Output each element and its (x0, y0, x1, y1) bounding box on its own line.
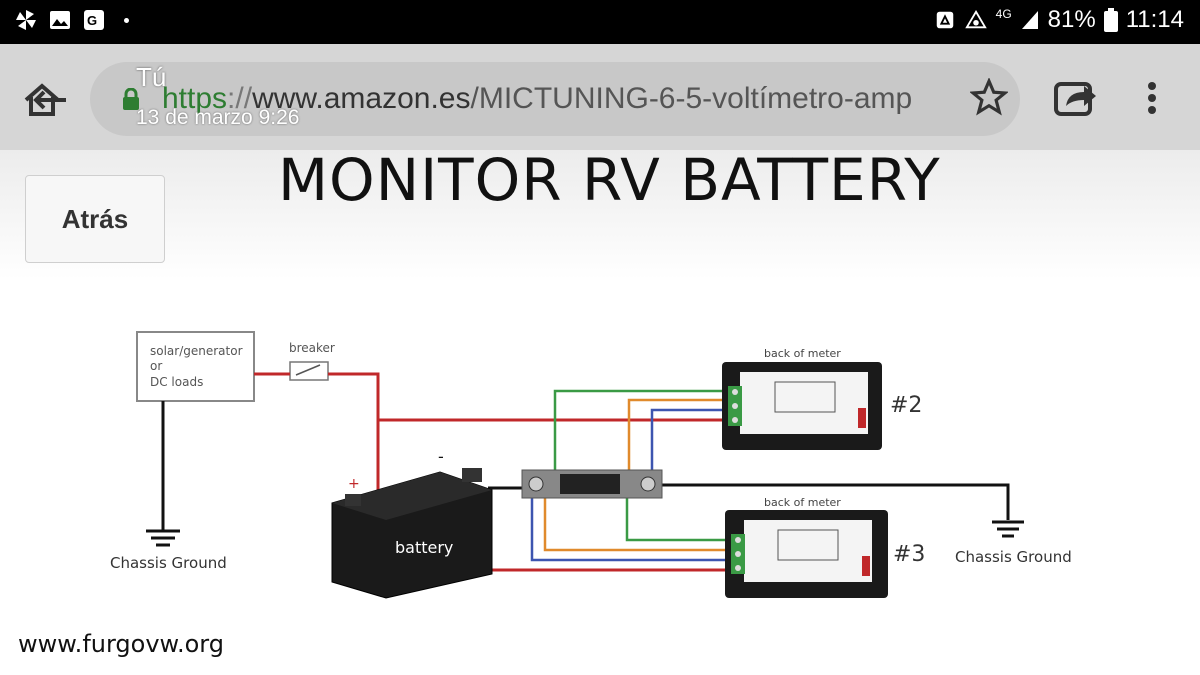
breaker-box (289, 361, 329, 381)
meter-3 (725, 510, 888, 598)
black-wires (488, 483, 1010, 520)
status-bar: G 4G 81% 11:14 (0, 0, 1200, 44)
recycle-icon (936, 11, 953, 29)
shunt (521, 469, 663, 499)
maps-icon: G (84, 10, 104, 30)
network-type: 4G (995, 7, 1012, 21)
meter-3-label: back of meter (764, 496, 841, 509)
battery-label: battery (395, 538, 453, 557)
url-separator: :// (227, 82, 253, 115)
battery (331, 468, 493, 599)
meter-3-number: #3 (893, 542, 925, 567)
home-back-icon[interactable] (22, 80, 70, 120)
red-wires (254, 372, 725, 572)
back-button[interactable]: Atrás (25, 175, 165, 263)
watermark: www.furgovw.org (18, 630, 224, 658)
chassis-ground-right-icon (992, 520, 1024, 538)
battery-minus: - (438, 447, 444, 466)
share-icon[interactable] (1052, 78, 1100, 118)
chassis-ground-left-icon (146, 529, 180, 547)
bookmark-star-icon[interactable] (970, 78, 1008, 116)
orange-wires (543, 398, 728, 552)
source-label-3: DC loads (150, 375, 203, 389)
url-scheme: https (162, 82, 228, 115)
url-text[interactable]: https://www.amazon.es/MICTUNING-6-5-volt… (162, 82, 1002, 116)
more-menu-icon[interactable] (1138, 78, 1166, 118)
url-host: www.amazon.es (252, 82, 471, 115)
blue-wires (530, 408, 728, 562)
meter-2-number: #2 (890, 393, 922, 418)
battery-icon (1103, 8, 1118, 32)
lock-icon (123, 88, 139, 110)
ground-left-label: Chassis Ground (110, 554, 227, 572)
breaker-switch-icon (295, 364, 321, 376)
address-bar[interactable]: https://www.amazon.es/MICTUNING-6-5-volt… (90, 62, 1020, 136)
clock: 11:14 (1125, 6, 1184, 33)
gallery-icon (50, 11, 70, 29)
source-label-1: solar/generator (150, 344, 243, 358)
battery-plus: + (348, 476, 360, 492)
ground-right-label: Chassis Ground (955, 548, 1072, 566)
source-label-2: or (150, 359, 162, 373)
overlay-date: 13 de marzo 9:26 (136, 106, 300, 129)
overlay-sender-name: Tú (136, 62, 167, 92)
page-title: MONITOR RV BATTERY (278, 146, 941, 214)
pinwheel-icon (16, 10, 36, 30)
green-wires (553, 389, 728, 542)
meter-2-label: back of meter (764, 347, 841, 360)
breaker-label: breaker (289, 341, 335, 355)
source-box (136, 331, 255, 402)
page-header-background (0, 150, 1200, 280)
battery-percent: 81% (1047, 6, 1096, 33)
svg-text:G: G (87, 13, 97, 28)
meter-2 (722, 362, 882, 450)
url-path: /MICTUNING-6-5-voltímetro-amp (470, 82, 913, 115)
signal-icon (1021, 11, 1038, 29)
notification-dot (124, 17, 129, 23)
browser-toolbar: https://www.amazon.es/MICTUNING-6-5-volt… (0, 44, 1200, 150)
data-saver-icon (964, 9, 987, 29)
